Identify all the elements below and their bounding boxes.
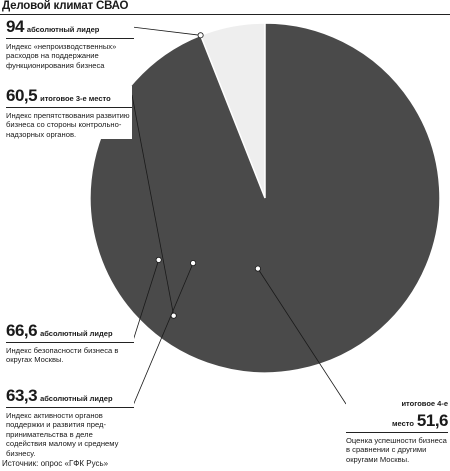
label-rule-3 [6, 407, 134, 408]
label-rule-0 [6, 38, 134, 39]
leader-dot-4 [254, 265, 261, 272]
leader-line-0 [131, 26, 201, 36]
label-desc-1: Индекс препятствования развитию бизнеса … [6, 111, 130, 139]
label-rank-3: абсолютный лидер [40, 394, 113, 403]
label-desc-4: Оценка успешности бизнеса в сравнении с … [346, 436, 447, 464]
ring-value-0 [89, 22, 441, 374]
label-rule-4 [346, 432, 448, 433]
leader-line-3 [131, 262, 194, 409]
leader-dot-2 [155, 256, 162, 263]
label-value-2: 66,6 [6, 321, 38, 340]
label-rank-4: итоговое 4-е место [391, 399, 448, 428]
label-rule-2 [6, 342, 134, 343]
label-value-4: 51,6 [416, 411, 449, 430]
label-value-0: 94 [6, 17, 24, 36]
leader-dot-3 [190, 260, 197, 267]
label-desc-3: Индекс активности органов поддержки и ра… [6, 411, 119, 458]
label-value-1: 60,5 [6, 86, 38, 105]
leader-line-4 [257, 268, 347, 405]
title-rule [0, 14, 450, 15]
label-desc-2: Индекс безопасности бизнеса в округах Мо… [6, 346, 119, 365]
label-rank-0: абсолютный лидер [26, 25, 100, 34]
label-value-3: 63,3 [6, 386, 38, 405]
leader-line-1 [131, 94, 175, 316]
chart-title: Деловой климат СВАО [2, 0, 129, 12]
label-rank-1: итоговое 3-е место [40, 94, 111, 103]
source-note: Источник: опрос «ГФК Русь» [2, 459, 109, 468]
label-desc-0: Индекс «непроизводственных» расходов на … [6, 42, 117, 70]
leader-line-2 [131, 259, 160, 345]
label-rank-2: абсолютный лидер [40, 329, 113, 338]
label-rule-1 [6, 107, 132, 108]
leader-dot-0 [197, 32, 204, 39]
